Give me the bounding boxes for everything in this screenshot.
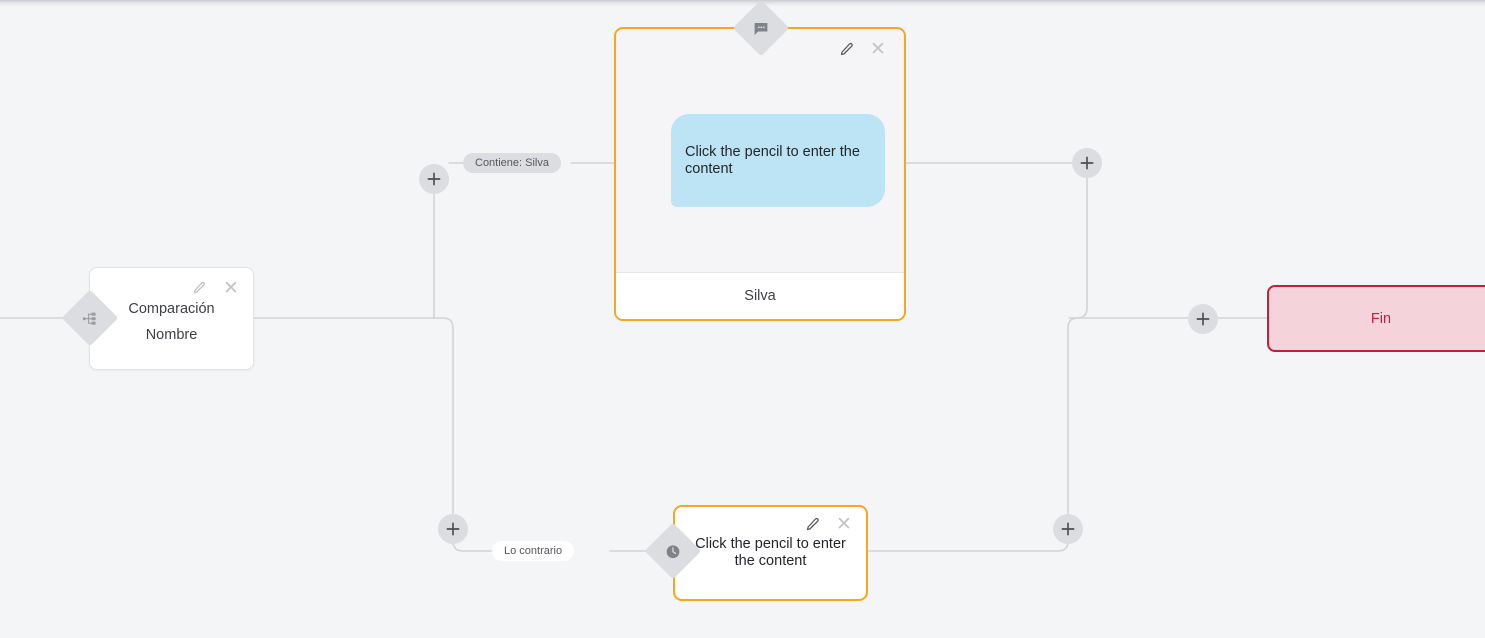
pencil-icon[interactable] — [804, 516, 820, 532]
pencil-icon[interactable] — [191, 280, 207, 296]
top-edge-shadow — [0, 0, 1485, 7]
wait-node[interactable]: ✕ Click the pencil to enter the content — [673, 505, 868, 601]
plus-icon — [1196, 312, 1210, 326]
message-bubble-text: Click the pencil to enter the content — [685, 144, 860, 177]
plus-icon — [446, 522, 460, 536]
pencil-icon[interactable] — [838, 41, 854, 57]
branch-split-icon — [82, 310, 99, 327]
comparison-node-type-badge[interactable] — [61, 289, 119, 347]
plus-icon — [427, 172, 441, 186]
plus-icon — [1061, 522, 1075, 536]
comparison-node-actions: ✕ — [191, 276, 239, 299]
message-node[interactable]: ✕ Click the pencil to enter the content … — [614, 27, 906, 321]
close-icon[interactable]: ✕ — [223, 276, 239, 299]
close-icon[interactable]: ✕ — [836, 512, 852, 535]
edge-wait-merge — [1067, 317, 1189, 515]
close-glyph: ✕ — [836, 512, 852, 535]
add-node-button-true-branch[interactable] — [419, 164, 449, 194]
edge-message-merge — [1068, 177, 1088, 319]
edge-label-condition-true-text: Contiene: Silva — [475, 157, 549, 169]
edge-wait-out — [867, 540, 1069, 552]
add-node-button-before-end[interactable] — [1188, 304, 1218, 334]
edge-label-condition-true[interactable]: Contiene: Silva — [463, 153, 561, 173]
edge-false-down — [433, 317, 454, 515]
end-node[interactable]: Fin — [1267, 285, 1485, 352]
wait-node-type-badge[interactable] — [644, 522, 702, 580]
message-node-footer-label: Silva — [744, 288, 776, 304]
edge-label-condition-false[interactable]: Lo contrario — [492, 541, 575, 561]
wait-node-text: Click the pencil to enter the content — [695, 536, 846, 570]
message-node-body: ✕ Click the pencil to enter the content — [616, 29, 904, 272]
close-glyph: ✕ — [223, 276, 239, 299]
add-node-button-after-message[interactable] — [1072, 148, 1102, 178]
close-icon[interactable]: ✕ — [870, 37, 886, 60]
message-node-footer[interactable]: Silva — [616, 272, 904, 319]
edge-label-condition-false-text: Lo contrario — [504, 545, 563, 557]
add-node-button-after-wait[interactable] — [1053, 514, 1083, 544]
message-node-actions: ✕ — [838, 37, 886, 60]
message-bubble[interactable]: Click the pencil to enter the content — [671, 114, 885, 207]
comparison-node-subtitle: Nombre — [145, 327, 198, 343]
close-glyph: ✕ — [870, 37, 886, 60]
comparison-node-title: Comparación — [128, 301, 215, 317]
end-node-label: Fin — [1370, 310, 1392, 327]
plus-icon — [1080, 156, 1094, 170]
clock-icon — [665, 543, 682, 560]
message-node-type-badge[interactable] — [732, 0, 790, 57]
chat-bubble-icon — [753, 20, 770, 37]
add-node-button-false-branch[interactable] — [438, 514, 468, 544]
wait-node-actions: ✕ — [804, 512, 852, 535]
